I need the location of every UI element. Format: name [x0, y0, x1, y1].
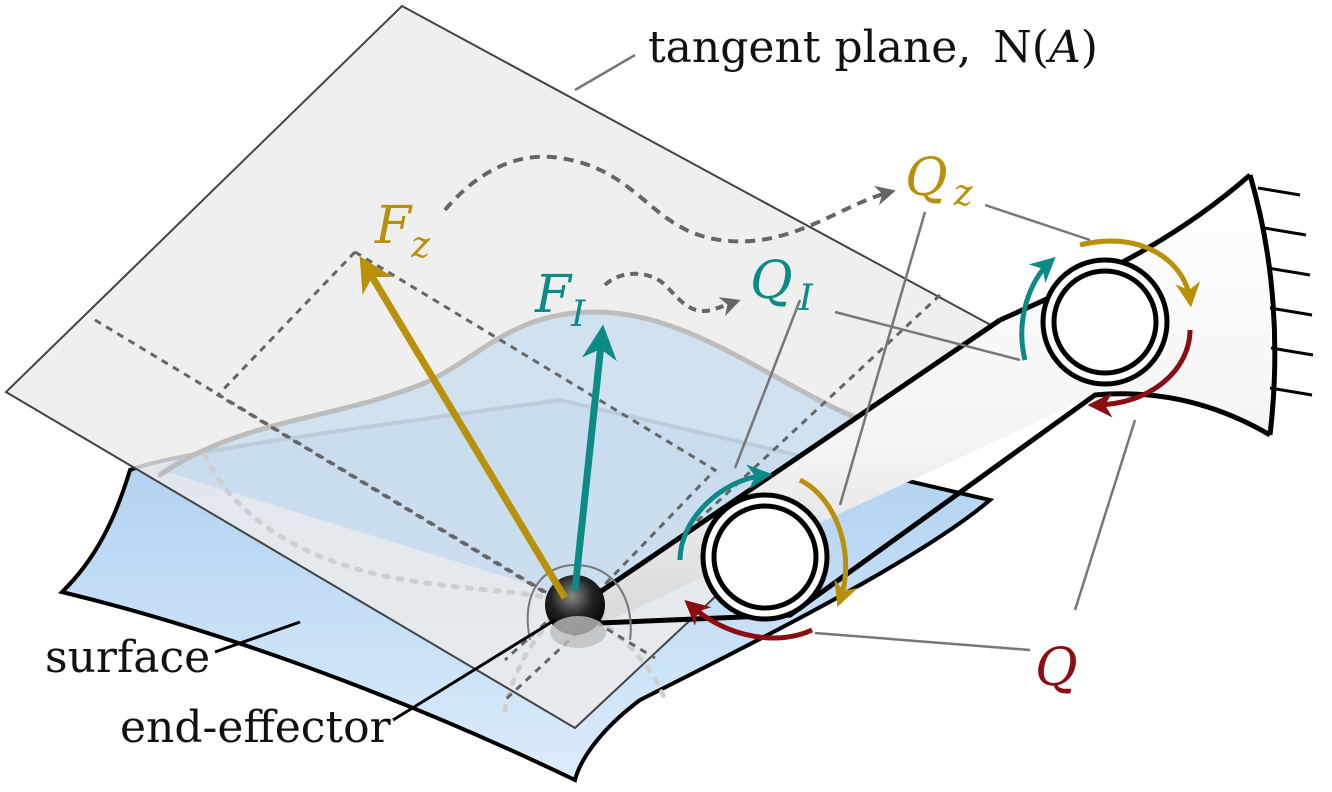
label-FI: FI [534, 265, 586, 335]
joint-1-teal-torque-arc [677, 464, 773, 561]
surface-bump [160, 311, 860, 600]
joint-1-gold-torque-arc [798, 477, 858, 608]
surface-hidden-edge [202, 452, 563, 603]
label-Q: Q [1035, 638, 1078, 698]
arm-edge-top [598, 317, 1002, 595]
joint-1-red-torque-arc [684, 600, 814, 641]
label-tangent-plane: tangent plane, N(A) [648, 22, 1098, 73]
map-arrow-FI-to-QI [603, 271, 741, 317]
label-surface: surface [45, 632, 210, 683]
arm-base-edge [1247, 174, 1278, 436]
surface-contour [157, 309, 863, 478]
label-Fz: Fz [374, 196, 431, 266]
joint-2-gold-torque-arc [1079, 238, 1201, 308]
joint-2-red-torque-arc [1087, 329, 1193, 418]
black-leaders [214, 618, 556, 722]
ground-hatch [1257, 186, 1314, 397]
joint-2 [1040, 257, 1170, 387]
force-vector-FI [571, 324, 617, 591]
map-arrow-Fz-to-Qz [443, 154, 896, 244]
label-end-effector: end-effector [120, 702, 392, 753]
force-vector-Fz [359, 255, 569, 600]
arm-edge-top-2 [998, 173, 1252, 323]
leader-lines [574, 53, 1137, 652]
joint-2-teal-torque-arc [1019, 256, 1056, 361]
joint-1 [700, 492, 830, 622]
